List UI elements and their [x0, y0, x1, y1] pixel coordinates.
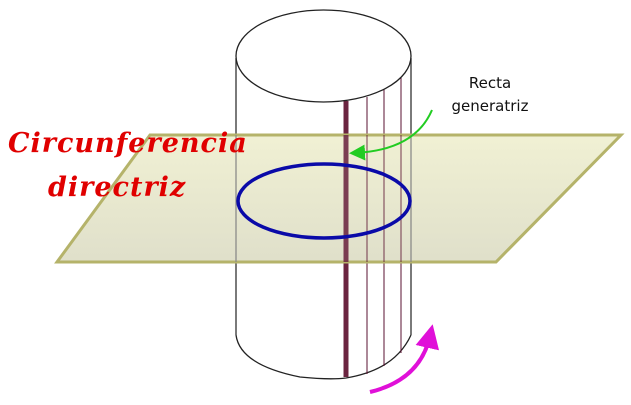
green-arrow-icon	[349, 109, 433, 161]
generatrix-label-line2: generatriz	[451, 97, 529, 115]
generatrix-label-line1: Recta	[468, 74, 512, 92]
cylinder-top	[235, 9, 412, 103]
rotation-arrow-icon	[369, 324, 440, 394]
directrix-circle	[236, 162, 412, 240]
plane	[54, 133, 625, 264]
directrix-label-line2: directriz	[48, 172, 187, 203]
cylinder-bottom-arc	[235, 334, 412, 380]
generatrix-label: Recta generatriz	[440, 72, 540, 118]
directrix-label-line1: Circunferencia	[8, 128, 248, 159]
